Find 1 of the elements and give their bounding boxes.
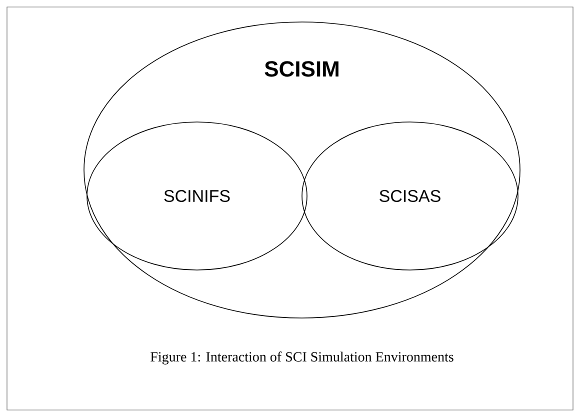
figure-caption: Figure 1: Interaction of SCI Simulation Environments bbox=[150, 352, 454, 364]
